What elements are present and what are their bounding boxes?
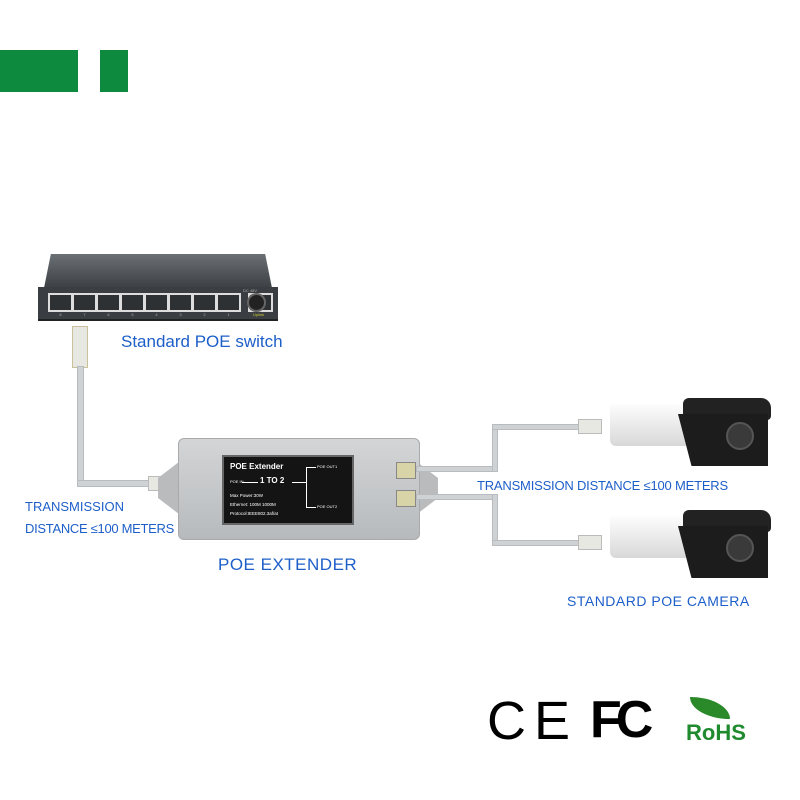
ce-logo: CE [487,691,579,751]
poe-switch: 8 7 6 5 4 3 2 1 Uplink DC 48V [38,254,278,321]
power-label: DC 48V [243,288,258,293]
ethernet-port [192,293,217,312]
ethernet-port [168,293,193,312]
ethernet-port [48,293,73,312]
cable [492,424,498,472]
ethernet-port [216,293,241,312]
rj45-connector [72,326,88,368]
out2-label: POE OUT2 [317,504,338,509]
out1-port [396,462,416,479]
left-distance-line2: DISTANCE ≤100 METERS [25,521,174,536]
port-number: 2 [203,312,206,317]
port-number: 7 [83,312,86,317]
max-power: Max Power:30W [230,493,264,498]
port-number: 4 [155,312,158,317]
extender-title: POE Extender [230,462,284,471]
port-number: 3 [179,312,182,317]
ethernet-port [120,293,145,312]
right-distance-label: TRANSMISSION DISTANCE ≤100 METERS [477,478,728,493]
camera-2 [608,508,773,583]
cable [492,494,498,546]
extender-label: POE EXTENDER [218,555,358,574]
cable [77,480,159,487]
cable [416,466,498,472]
uplink-label: Uplink [252,312,265,317]
poe-in-label: POE IN [230,479,244,484]
cable [492,424,584,430]
left-distance-line1: TRANSMISSION [25,499,124,514]
brand-block-right [100,50,128,92]
ratio-label: 1 TO 2 [260,476,285,485]
poe-extender: POE Extender POE IN 1 TO 2 POE OUT1 POE … [158,438,438,540]
ethernet-label-2: 1000M [262,502,276,507]
switch-label: Standard POE switch [121,332,283,351]
ethernet-port [96,293,121,312]
brand-block-left [0,50,78,92]
out1-label: POE OUT1 [317,464,338,469]
out2-port [396,490,416,507]
camera-label: STANDARD POE CAMERA [567,593,750,609]
ethernet-label: Ethernet: 100M [230,502,261,507]
port-number: 6 [107,312,110,317]
leaf-icon [690,697,730,719]
port-number: 5 [131,312,134,317]
port-number: 8 [59,312,62,317]
rohs-logo: RoHS [686,720,746,745]
cable [77,366,84,486]
ethernet-port [144,293,169,312]
rj45-connector [578,419,602,434]
ethernet-port [72,293,97,312]
rj45-connector [578,535,602,550]
cable [416,494,498,500]
camera-1 [608,396,773,471]
fc-logo: FC [590,691,653,749]
protocol: Protocol:IEEE802.3af/at [230,511,279,516]
cable [492,540,584,546]
port-number: 1 [227,312,230,317]
